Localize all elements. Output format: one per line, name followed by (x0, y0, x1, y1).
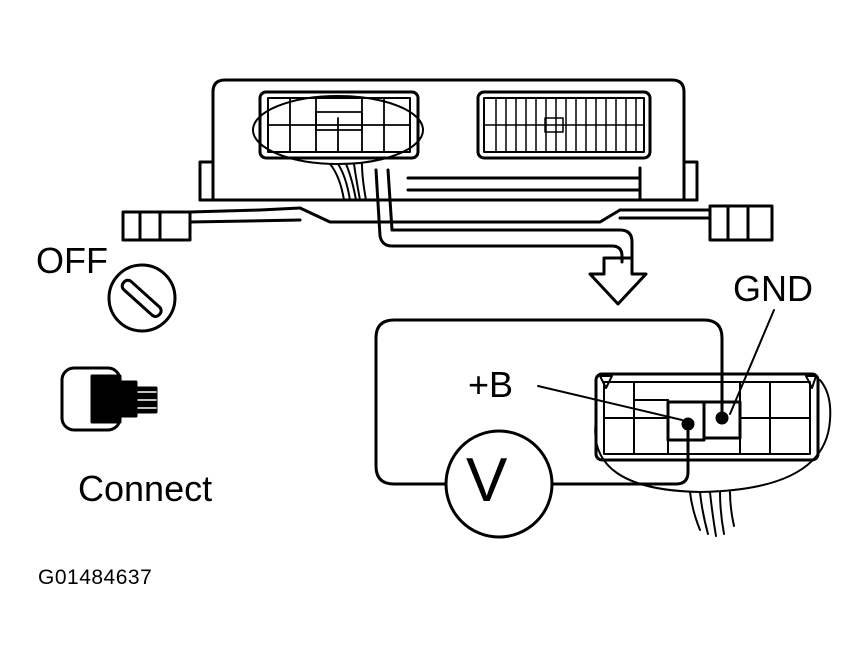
voltmeter-label: V (466, 446, 508, 515)
connector-harness (689, 491, 735, 537)
figure-code: G01484637 (38, 566, 153, 589)
connector-connect-icon (60, 366, 158, 432)
ecu-connector-right (476, 90, 652, 160)
connect-label: Connect (78, 468, 213, 509)
gnd-leader (729, 309, 775, 415)
off-label: OFF (36, 240, 108, 281)
plus-b-leader (537, 385, 683, 421)
ecu-harness (329, 163, 367, 201)
plus-b-probe-tip (681, 417, 695, 431)
gnd-probe-tip (715, 411, 729, 425)
gnd-terminal (702, 400, 742, 440)
enlarged-connector (594, 372, 832, 493)
ignition-key-off-icon (107, 263, 177, 333)
voltmeter (444, 429, 554, 539)
down-arrow-icon (588, 256, 648, 306)
gnd-label: GND (733, 268, 813, 309)
ecu-connector-left (252, 90, 424, 165)
plus-b-label: +B (468, 364, 514, 405)
ecu-unit (121, 78, 774, 242)
voltmeter-circuit (374, 318, 724, 539)
probe-lead (374, 168, 634, 264)
